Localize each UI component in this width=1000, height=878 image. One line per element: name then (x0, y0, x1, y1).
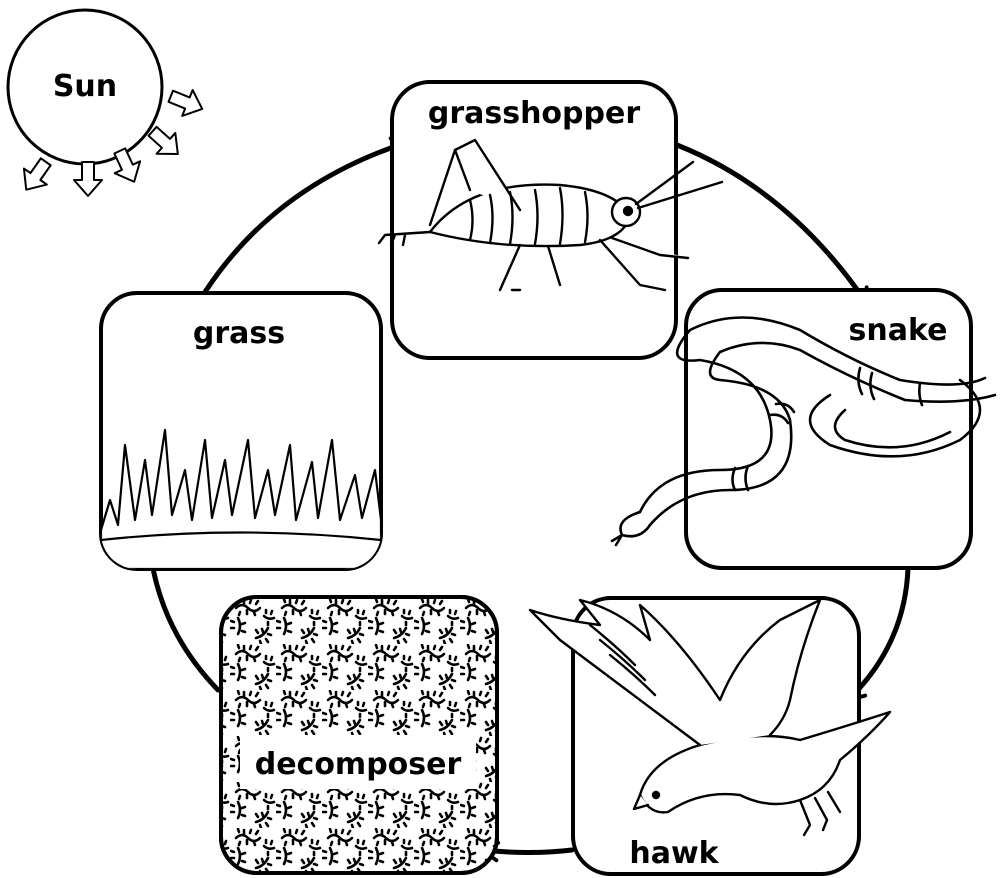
sun: Sun (8, 10, 207, 198)
node-decomposer: decomposer (221, 597, 497, 873)
hawk-label: hawk (629, 836, 719, 871)
grass-label: grass (193, 316, 285, 351)
decomposer-label: decomposer (255, 747, 462, 782)
arrow-grasshopper-to-snake (677, 145, 868, 305)
sun-label: Sun (53, 69, 117, 104)
node-grasshopper: grasshopper (379, 82, 722, 358)
node-grass: grass (101, 293, 381, 569)
snake-label: snake (849, 313, 948, 348)
grasshopper-label: grasshopper (428, 96, 640, 131)
node-hawk: hawk (530, 598, 890, 874)
arrow-grass-to-grasshopper (205, 142, 408, 292)
